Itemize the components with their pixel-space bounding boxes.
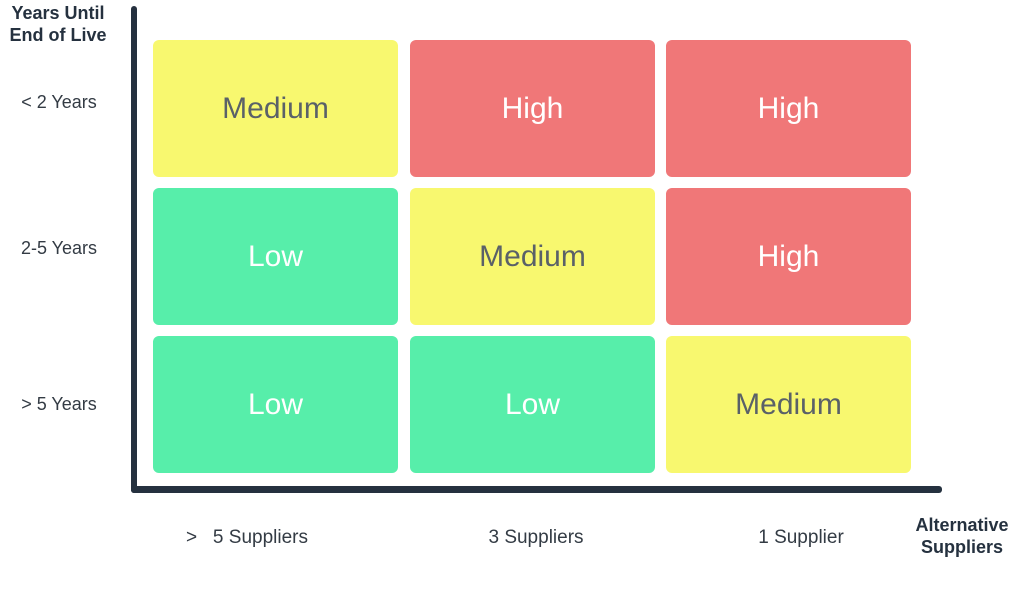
x-axis-line bbox=[131, 486, 942, 493]
cell-gt5-1: Medium bbox=[666, 336, 911, 473]
cell-lt2-1: High bbox=[666, 40, 911, 177]
cell-lt2-gt5: Medium bbox=[153, 40, 398, 177]
cell-gt5-3: Low bbox=[410, 336, 655, 473]
cell-25-3: Medium bbox=[410, 188, 655, 325]
x-tick-gt-5-suppliers: > 5 Suppliers bbox=[186, 527, 308, 548]
cell-25-1: High bbox=[666, 188, 911, 325]
y-tick-2-5-years: 2-5 Years bbox=[20, 238, 98, 258]
x-tick-3-suppliers: 3 Suppliers bbox=[488, 527, 584, 548]
cell-gt5-gt5: Low bbox=[153, 336, 398, 473]
cell-25-gt5: Low bbox=[153, 188, 398, 325]
y-axis-title: Years Until End of Live bbox=[9, 3, 107, 45]
y-axis-line bbox=[131, 6, 137, 493]
x-tick-1-supplier: 1 Supplier bbox=[758, 527, 844, 548]
x-axis-title: Alternative Suppliers bbox=[915, 515, 1009, 557]
y-tick-gt-5-years: > 5 Years bbox=[21, 394, 97, 414]
cell-lt2-3: High bbox=[410, 40, 655, 177]
y-tick-lt-2-years: < 2 Years bbox=[21, 92, 97, 112]
